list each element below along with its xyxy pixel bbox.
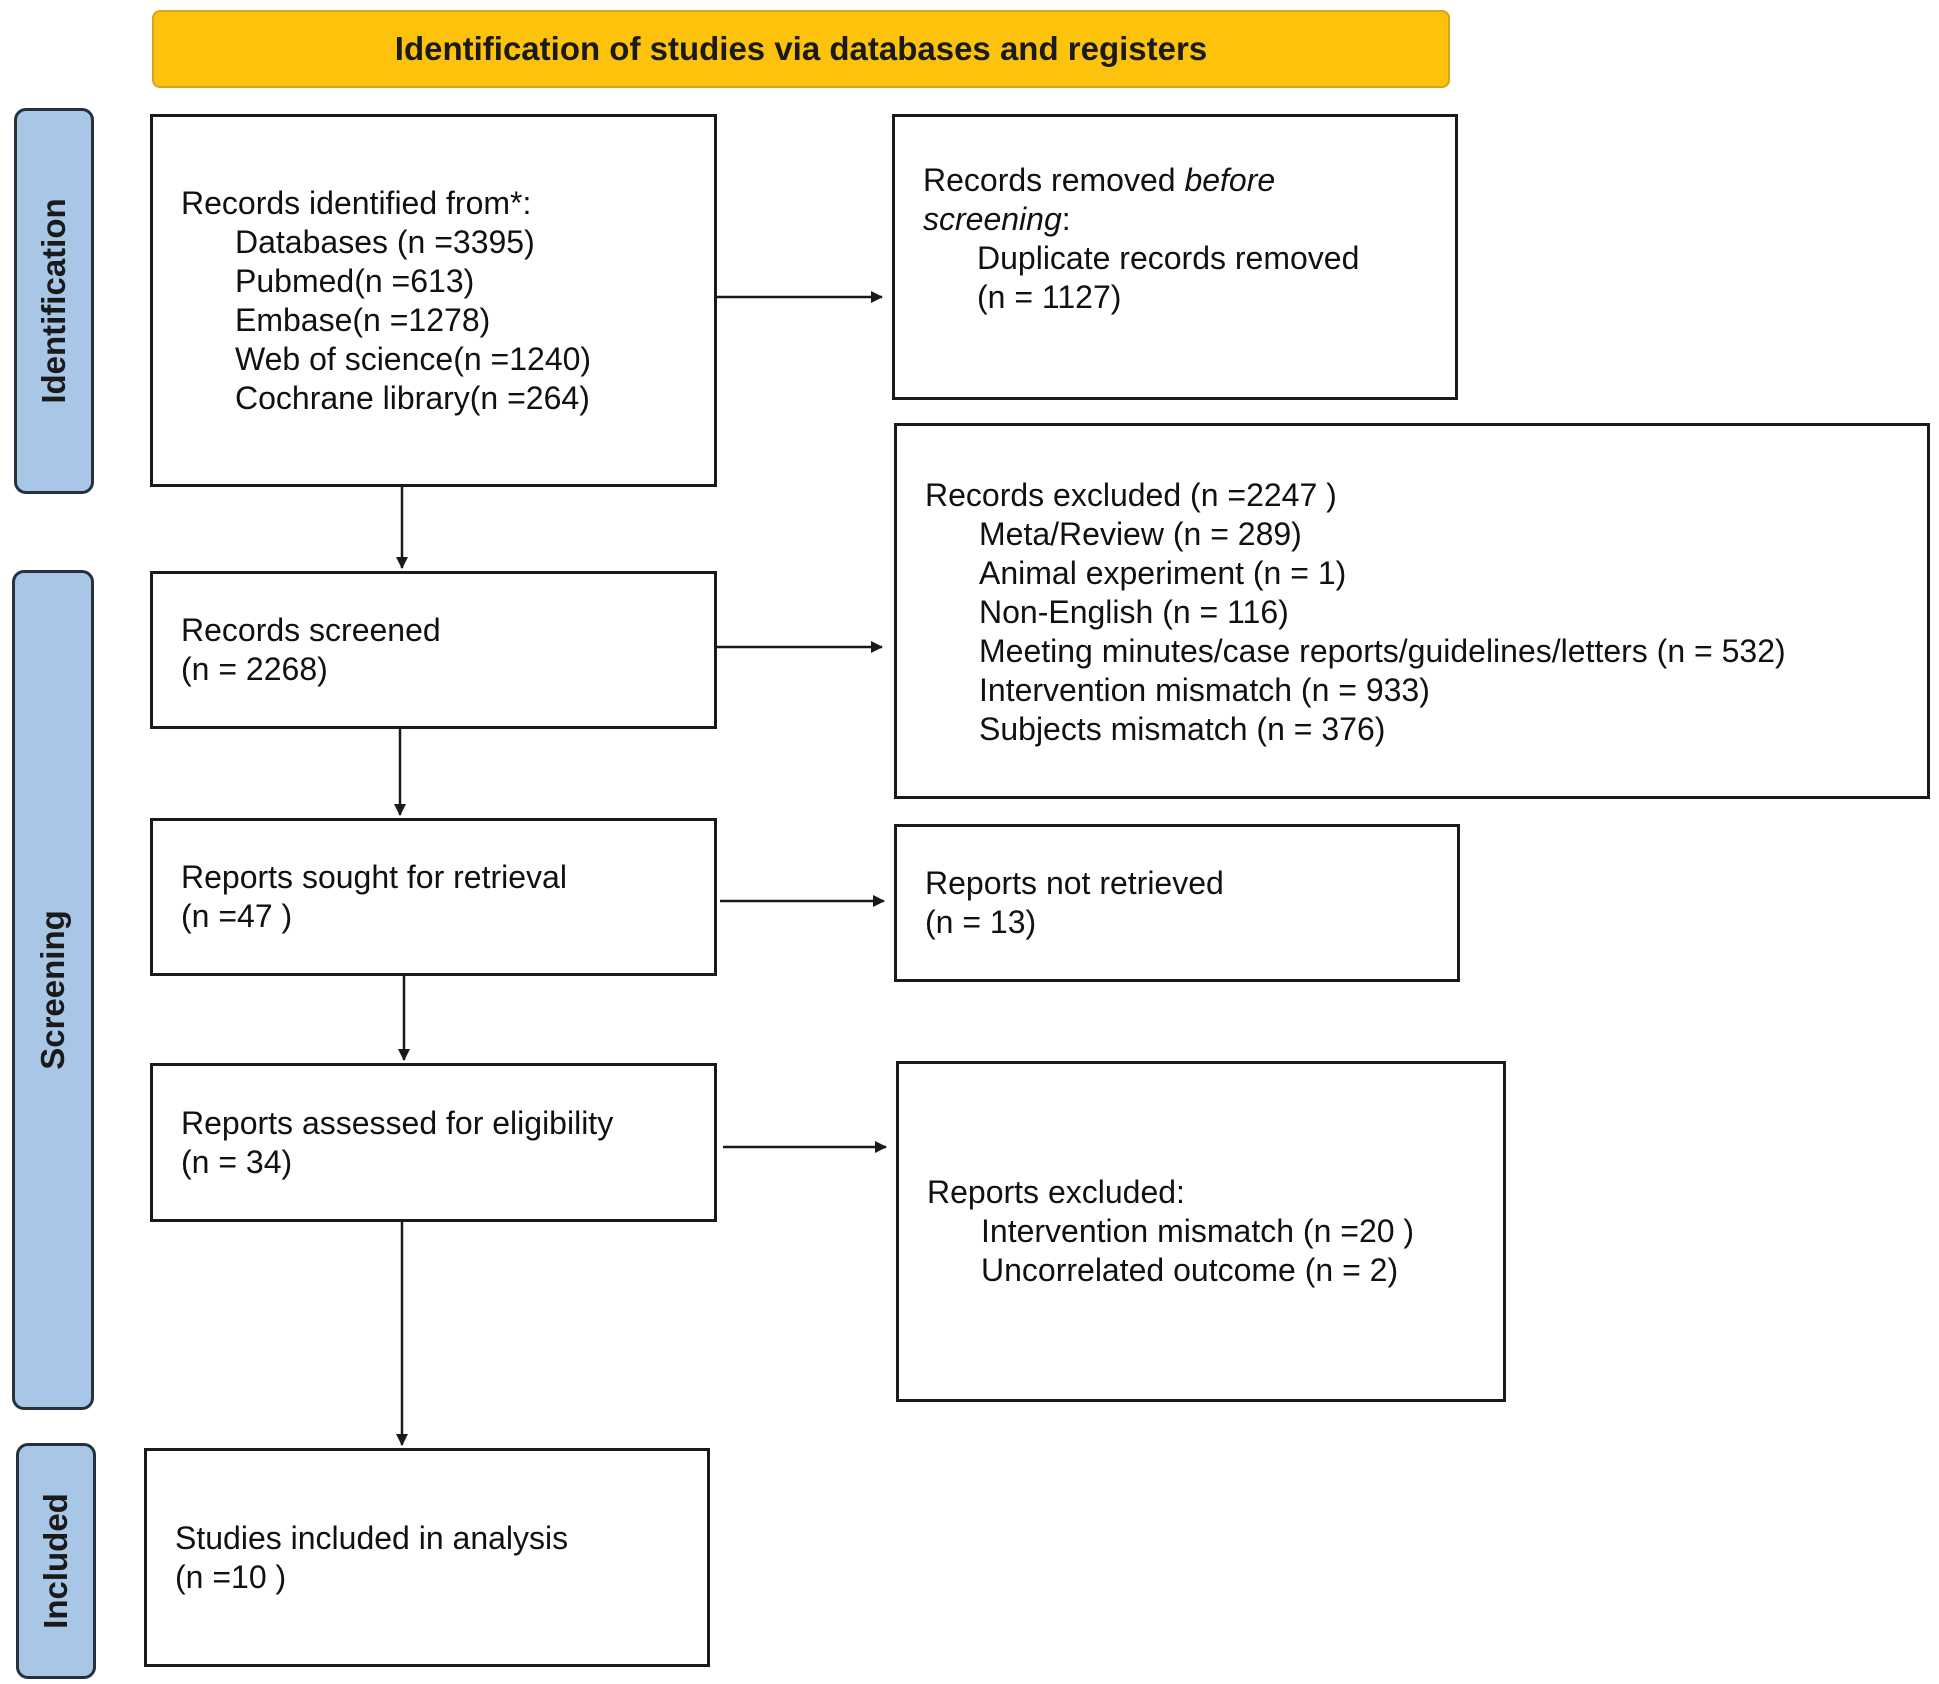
box-records-identified: Records identified from*: Databases (n =… xyxy=(150,114,717,487)
box-records-excluded: Records excluded (n =2247 ) Meta/Review … xyxy=(894,423,1930,799)
excluded-line: Non-English (n = 116) xyxy=(979,594,1289,630)
identified-line: Web of science(n =1240) xyxy=(235,340,592,377)
identified-line: Embase(n =1278) xyxy=(235,301,491,338)
box-reports-sought: Reports sought for retrieval (n =47 ) xyxy=(150,818,717,976)
excluded-line: Subjects mismatch (n = 376) xyxy=(979,711,1386,747)
reports-sought-title: Reports sought for retrieval xyxy=(181,859,567,895)
stage-screening: Screening xyxy=(12,570,94,1410)
reports-not-retrieved-count: (n = 13) xyxy=(925,904,1037,940)
records-identified-title: Records identified from*: xyxy=(181,184,532,221)
reports-excluded-line: Intervention mismatch (n =20 ) xyxy=(981,1213,1415,1249)
identified-line: Pubmed(n =613) xyxy=(235,262,475,299)
header-banner: Identification of studies via databases … xyxy=(152,10,1450,88)
studies-included-title: Studies included in analysis xyxy=(175,1519,569,1556)
reports-assessed-count: (n = 34) xyxy=(181,1143,293,1180)
removed-line: Duplicate records removed xyxy=(977,240,1360,276)
excluded-line: Meeting minutes/case reports/guidelines/… xyxy=(979,633,1786,669)
identified-line: Databases (n =3395) xyxy=(235,223,535,260)
box-reports-excluded: Reports excluded: Intervention mismatch … xyxy=(896,1061,1506,1402)
box-reports-assessed: Reports assessed for eligibility (n = 34… xyxy=(150,1063,717,1222)
excluded-line: Meta/Review (n = 289) xyxy=(979,516,1302,552)
records-screened-title: Records screened xyxy=(181,612,441,648)
records-excluded-title: Records excluded (n =2247 ) xyxy=(925,477,1337,513)
records-removed-title: Records removed before xyxy=(923,162,1276,198)
box-records-removed: Records removed before screening: Duplic… xyxy=(892,114,1458,400)
box-records-screened: Records screened (n = 2268) xyxy=(150,571,717,729)
excluded-line: Intervention mismatch (n = 933) xyxy=(979,672,1430,708)
records-removed-title-cont: screening: xyxy=(923,201,1071,237)
stage-identification: Identification xyxy=(14,108,94,494)
identified-line: Cochrane library(n =264) xyxy=(235,379,590,416)
reports-sought-count: (n =47 ) xyxy=(181,898,293,934)
reports-assessed-title: Reports assessed for eligibility xyxy=(181,1104,614,1141)
header-title: Identification of studies via databases … xyxy=(394,30,1208,67)
records-screened-count: (n = 2268) xyxy=(181,651,328,687)
stage-included: Included xyxy=(16,1443,96,1679)
reports-not-retrieved-title: Reports not retrieved xyxy=(925,865,1224,901)
excluded-line: Animal experiment (n = 1) xyxy=(979,555,1347,591)
reports-excluded-line: Uncorrelated outcome (n = 2) xyxy=(981,1252,1399,1288)
box-reports-not-retrieved: Reports not retrieved (n = 13) xyxy=(894,824,1460,982)
box-studies-included: Studies included in analysis (n =10 ) xyxy=(144,1448,710,1667)
studies-included-count: (n =10 ) xyxy=(175,1558,287,1595)
removed-line: (n = 1127) xyxy=(977,279,1122,315)
reports-excluded-title: Reports excluded: xyxy=(927,1174,1185,1210)
